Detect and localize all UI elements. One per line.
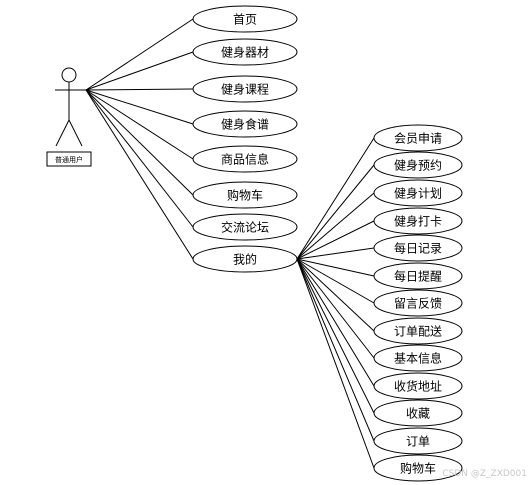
use-case-sub-4: 每日记录 bbox=[373, 234, 463, 262]
association-line bbox=[296, 258, 375, 414]
actor-left-leg bbox=[55, 119, 70, 147]
use-case-sub-3-label: 健身打卡 bbox=[394, 214, 442, 229]
use-case-sub-12-label: 购物车 bbox=[400, 461, 436, 476]
use-case-main-6-ellipse bbox=[192, 213, 298, 241]
use-case-sub-0-ellipse bbox=[373, 124, 463, 152]
use-case-sub-11: 订单 bbox=[373, 427, 463, 455]
use-case-sub-10: 收藏 bbox=[373, 399, 463, 427]
actor-head bbox=[61, 67, 77, 83]
use-case-sub-9-ellipse bbox=[373, 372, 463, 400]
use-case-sub-1-ellipse bbox=[373, 151, 463, 179]
use-case-main-0: 首页 bbox=[192, 5, 298, 33]
association-line bbox=[296, 247, 375, 260]
use-case-sub-4-ellipse bbox=[373, 234, 463, 262]
association-line bbox=[296, 192, 375, 260]
use-case-main-7-label: 我的 bbox=[233, 252, 257, 267]
actor-label: 普通用户 bbox=[55, 155, 83, 164]
use-case-sub-1: 健身预约 bbox=[373, 151, 463, 179]
use-case-main-5: 购物车 bbox=[192, 181, 298, 209]
use-case-sub-5: 每日提醒 bbox=[373, 262, 463, 290]
use-case-sub-3-ellipse bbox=[373, 207, 463, 235]
actor-label-box bbox=[46, 151, 92, 167]
use-case-sub-0-label: 会员申请 bbox=[394, 132, 442, 146]
association-line bbox=[85, 89, 194, 260]
use-case-sub-12-ellipse bbox=[373, 454, 463, 482]
association-line bbox=[85, 89, 194, 125]
association-line bbox=[85, 51, 194, 91]
use-case-sub-9: 收货地址 bbox=[373, 372, 463, 400]
association-line bbox=[85, 89, 194, 160]
use-case-sub-4-label: 每日记录 bbox=[394, 241, 442, 256]
actor: 普通用户 bbox=[46, 67, 92, 167]
use-case-sub-6-label: 留言反馈 bbox=[394, 297, 442, 311]
association-line bbox=[296, 137, 375, 260]
association-line bbox=[296, 258, 375, 304]
use-case-sub-9-label: 收货地址 bbox=[394, 379, 442, 394]
use-case-main-5-label: 购物车 bbox=[227, 188, 263, 203]
use-case-sub-5-ellipse bbox=[373, 262, 463, 290]
association-line bbox=[296, 220, 375, 260]
association-line bbox=[85, 89, 194, 228]
use-case-sub-5-label: 每日提醒 bbox=[394, 269, 442, 284]
use-case-sub-8-label: 基本信息 bbox=[394, 351, 442, 366]
association-line bbox=[296, 258, 375, 387]
use-case-sub-11-label: 订单 bbox=[406, 435, 430, 449]
use-case-main-0-label: 首页 bbox=[233, 13, 257, 27]
use-case-sub-11-ellipse bbox=[373, 427, 463, 455]
watermark: CSDN @Z_ZXD001 bbox=[442, 469, 527, 479]
use-case-main-1-ellipse bbox=[192, 38, 298, 66]
use-case-main-4-ellipse bbox=[192, 145, 298, 173]
association-line bbox=[85, 18, 194, 91]
association-line bbox=[85, 88, 194, 91]
use-case-main-3: 健身食谱 bbox=[192, 110, 298, 138]
use-case-main-6-label: 交流论坛 bbox=[221, 220, 269, 235]
use-case-main-2-ellipse bbox=[192, 75, 298, 103]
actor-right-leg bbox=[68, 119, 83, 147]
association-line bbox=[296, 258, 375, 359]
association-line bbox=[296, 258, 375, 442]
use-case-main-1-label: 健身器材 bbox=[221, 45, 269, 60]
use-case-main-7-ellipse bbox=[192, 245, 298, 273]
use-case-sub-6-ellipse bbox=[373, 289, 463, 317]
use-case-sub-7-label: 订单配送 bbox=[394, 324, 442, 339]
association-line bbox=[296, 258, 375, 277]
association-line bbox=[296, 258, 375, 332]
use-case-main-3-ellipse bbox=[192, 110, 298, 138]
association-line bbox=[85, 89, 194, 196]
use-case-main-5-ellipse bbox=[192, 181, 298, 209]
association-line bbox=[296, 258, 375, 469]
use-case-sub-6: 留言反馈 bbox=[373, 289, 463, 317]
association-lines bbox=[85, 18, 375, 469]
use-case-main-4: 商品信息 bbox=[192, 145, 298, 173]
use-case-main-7: 我的 bbox=[192, 245, 298, 273]
use-case-main-3-label: 健身食谱 bbox=[221, 117, 269, 132]
use-case-sub-2-label: 健身计划 bbox=[394, 186, 442, 201]
use-case-sub-2-ellipse bbox=[373, 179, 463, 207]
use-case-sub-0: 会员申请 bbox=[373, 124, 463, 152]
use-case-sub-7: 订单配送 bbox=[373, 317, 463, 345]
use-case-main-6: 交流论坛 bbox=[192, 213, 298, 241]
use-case-sub-3: 健身打卡 bbox=[373, 207, 463, 235]
use-case-main-2-label: 健身课程 bbox=[221, 82, 269, 97]
use-case-sub-7-ellipse bbox=[373, 317, 463, 345]
association-line bbox=[296, 164, 375, 260]
use-case-main-2: 健身课程 bbox=[192, 75, 298, 103]
use-case-sub-12: 购物车 bbox=[373, 454, 463, 482]
use-case-sub-8: 基本信息 bbox=[373, 344, 463, 372]
use-case-sub-10-ellipse bbox=[373, 399, 463, 427]
use-case-sub-1-label: 健身预约 bbox=[394, 158, 442, 173]
use-case-main-0-ellipse bbox=[192, 5, 298, 33]
use-case-sub-10-label: 收藏 bbox=[406, 407, 430, 421]
my-sub-use-cases: 会员申请健身预约健身计划健身打卡每日记录每日提醒留言反馈订单配送基本信息收货地址… bbox=[373, 124, 463, 482]
use-case-main-1: 健身器材 bbox=[192, 38, 298, 66]
use-case-sub-2: 健身计划 bbox=[373, 179, 463, 207]
use-case-sub-8-ellipse bbox=[373, 344, 463, 372]
use-case-main-4-label: 商品信息 bbox=[221, 152, 269, 167]
